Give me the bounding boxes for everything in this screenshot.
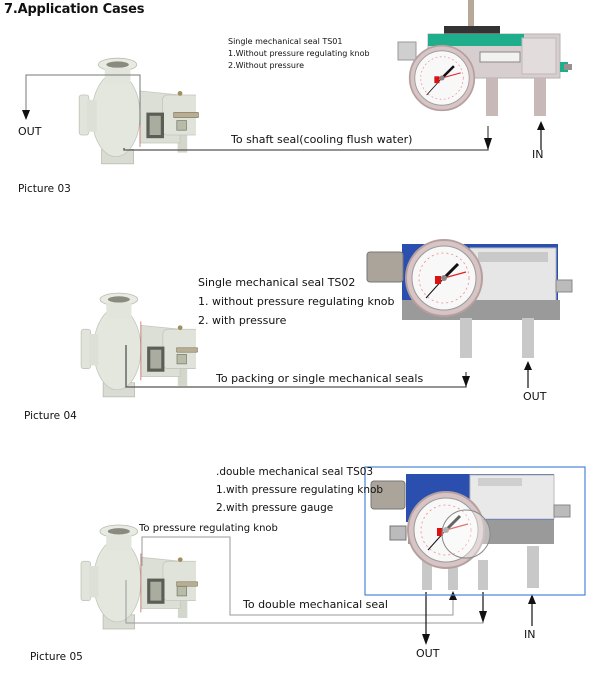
description-line: 2.with pressure gauge xyxy=(216,502,334,514)
description-line: 2.Without pressure xyxy=(228,61,304,70)
description-line: Single mechanical seal TS01 xyxy=(228,37,343,46)
description-line: 1.with pressure regulating knob xyxy=(216,484,384,496)
description-ts03: .double mechanical seal TS03 1.with pres… xyxy=(216,463,383,517)
flow-label-04: To packing or single mechanical seals xyxy=(216,372,424,385)
pump-picture-04 xyxy=(80,292,198,398)
out-label-04: OUT xyxy=(523,390,547,403)
out-label-05: OUT xyxy=(416,647,440,660)
device-frame xyxy=(364,466,586,596)
picture-label-04: Picture 04 xyxy=(24,410,77,422)
in-label-05: IN xyxy=(524,628,536,641)
description-line: 1. without pressure regulating knob xyxy=(198,295,395,308)
description-line: .double mechanical seal TS03 xyxy=(216,466,374,478)
flow-label-05: To double mechanical seal xyxy=(243,598,388,611)
page-title: 7.Application Cases xyxy=(4,2,145,17)
arrow-up-icon xyxy=(524,361,532,370)
arrow-down-icon xyxy=(479,611,487,623)
arrow-down-icon xyxy=(22,110,30,120)
in-label-03: IN xyxy=(532,148,544,161)
arrow-down-icon xyxy=(484,138,492,150)
out-label-03: OUT xyxy=(18,125,42,138)
out-line-03 xyxy=(25,74,141,125)
picture-label-03: Picture 03 xyxy=(18,183,71,195)
pump-picture-05 xyxy=(80,524,198,630)
arrow-up-icon xyxy=(537,121,545,130)
seal-device-ts01 xyxy=(397,0,572,116)
arrow-down-icon xyxy=(462,376,470,387)
arrow-up-icon xyxy=(528,594,536,604)
flow-label-03: To shaft seal(cooling flush water) xyxy=(231,133,413,146)
seal-device-ts03 xyxy=(364,466,586,596)
seal-device-ts02 xyxy=(366,238,573,358)
picture-label-05: Picture 05 xyxy=(30,651,83,663)
description-line: Single mechanical seal TS02 xyxy=(198,276,356,289)
description-line: 2. with pressure xyxy=(198,314,287,327)
knob-line-05 xyxy=(141,536,454,616)
description-ts02: Single mechanical seal TS02 1. without p… xyxy=(198,273,395,330)
knob-label-05: To pressure regulating knob xyxy=(139,523,278,534)
arrow-down-icon xyxy=(422,634,430,645)
description-line: 1.Without pressure regulating knob xyxy=(228,49,370,58)
description-ts01: Single mechanical seal TS01 1.Without pr… xyxy=(228,36,370,72)
